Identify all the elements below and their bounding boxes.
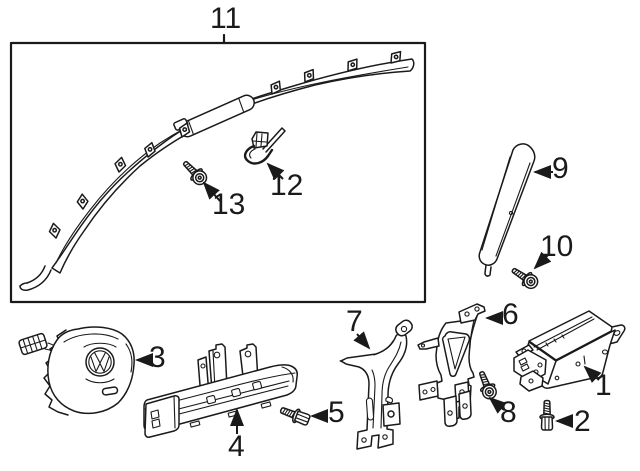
callout-label-10[interactable]: 10: [540, 230, 574, 263]
callout-arrow-8: [488, 396, 507, 414]
driver-airbag-drawing: [18, 326, 135, 416]
callout-label-8[interactable]: 8: [500, 396, 517, 429]
callout-arrow-13: [202, 181, 221, 202]
vw-logo-icon: [90, 351, 110, 373]
callout-label-2[interactable]: 2: [574, 405, 591, 438]
callout-label-5[interactable]: 5: [328, 396, 345, 429]
callout-label-3[interactable]: 3: [149, 341, 166, 374]
pillar-trim-drawing: [478, 143, 536, 277]
callout-label-6[interactable]: 6: [502, 298, 519, 331]
bracket-7-drawing: [339, 319, 413, 450]
callout-arrow-10: [533, 251, 552, 270]
callout-arrow-12: [266, 162, 285, 181]
callout-label-7[interactable]: 7: [346, 305, 363, 338]
callout-arrow-7: [353, 331, 371, 350]
retainer-clip-drawing: [243, 127, 286, 165]
callout-label-4[interactable]: 4: [228, 430, 245, 463]
bolt-2-drawing: [539, 399, 555, 431]
inset-frame: [9, 33, 427, 304]
callout-label-1[interactable]: 1: [595, 369, 612, 402]
curtain-airbag-drawing: [19, 50, 415, 291]
callout-label-12[interactable]: 12: [270, 169, 304, 202]
screw-8-drawing: [473, 368, 500, 402]
inflator-drawing: [173, 94, 255, 138]
knee-airbag-drawing: [143, 343, 298, 438]
callout-arrow-1: [583, 365, 602, 384]
callout-label-13[interactable]: 13: [212, 188, 246, 221]
bolt-5-drawing: [277, 402, 312, 428]
callout-label-11[interactable]: 11: [210, 2, 242, 35]
bracket-6-drawing: [417, 303, 486, 427]
callout-label-9[interactable]: 9: [552, 152, 569, 185]
